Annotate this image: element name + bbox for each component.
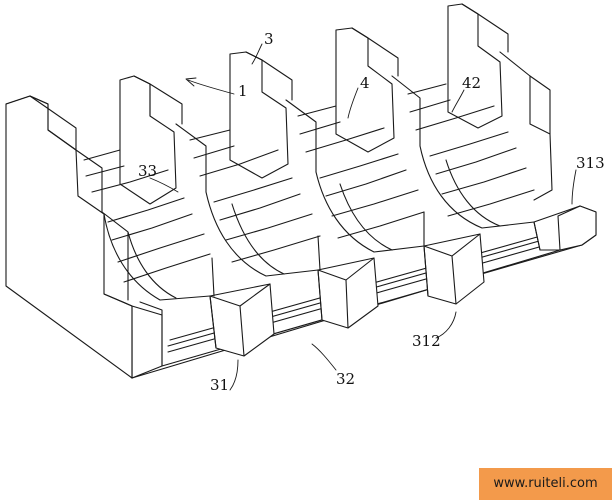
cell-2	[189, 51, 379, 329]
label-4: 4	[360, 74, 370, 92]
label-42: 42	[462, 74, 482, 92]
leader-42	[451, 89, 465, 113]
arrow-1-head	[185, 77, 197, 87]
label-313: 313	[576, 154, 605, 172]
leader-31	[229, 359, 239, 391]
left-end-wall	[5, 95, 163, 379]
leader-312	[435, 311, 457, 339]
label-31: 31	[210, 376, 230, 394]
label-1: 1	[238, 82, 248, 100]
arrow-1	[187, 79, 235, 95]
cell-1	[83, 75, 275, 357]
leader-4	[347, 87, 359, 119]
leader-313	[571, 169, 577, 205]
label-33: 33	[138, 162, 158, 180]
watermark-banner: www.ruiteli.com	[479, 468, 612, 500]
leader-lines	[149, 43, 577, 391]
leader-32	[311, 343, 337, 371]
label-3: 3	[264, 30, 274, 48]
cell-3	[297, 27, 485, 305]
leader-33	[149, 177, 179, 193]
cell-4	[407, 3, 597, 251]
label-312: 312	[412, 332, 441, 350]
label-32: 32	[336, 370, 356, 388]
leader-3	[251, 43, 263, 65]
